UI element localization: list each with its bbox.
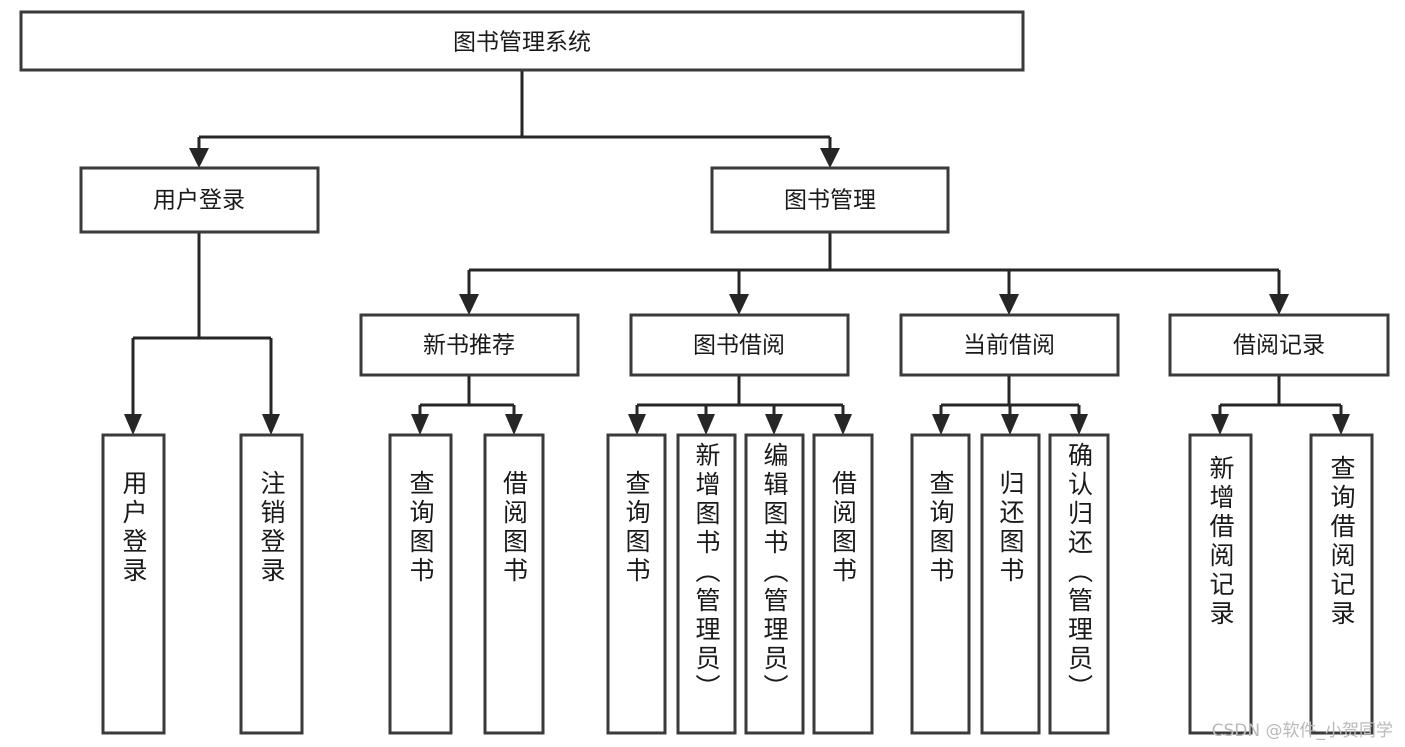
node-book-borrow-label: 图书借阅 [693, 333, 785, 359]
arrow-to-leaf-add-record [1211, 414, 1229, 435]
arrow-to-current-borrow [999, 294, 1019, 315]
leaf-box-add-record[interactable] [1188, 433, 1253, 735]
arrow-to-user-login [189, 148, 209, 168]
node-user-login[interactable]: 用户登录 [79, 166, 320, 234]
node-book-manage[interactable]: 图书管理 [710, 166, 950, 234]
connector-group-book-manage [459, 232, 1289, 315]
arrow-to-new-book-recommend [459, 294, 479, 315]
leaf-box-query-book-3[interactable] [910, 433, 971, 735]
node-borrow-record[interactable]: 借阅记录 [1168, 313, 1390, 377]
node-new-book-recommend-label: 新书推荐 [423, 333, 515, 359]
arrow-to-leaf-confirm-return [1070, 414, 1088, 435]
arrow-to-book-borrow [729, 294, 749, 315]
arrow-to-leaf-borrow-book-2 [834, 414, 852, 435]
arrow-to-leaf-borrow-book-1 [505, 414, 523, 435]
leaf-box-confirm-return[interactable] [1048, 433, 1110, 735]
connector-group-new-book-recommend [411, 375, 523, 435]
node-book-manage-label: 图书管理 [784, 188, 876, 214]
leaf-box-query-record[interactable] [1309, 433, 1374, 735]
leaf-box-logout[interactable] [239, 433, 304, 735]
node-borrow-record-box [1168, 313, 1390, 377]
arrow-to-leaf-query-book-2 [628, 414, 646, 435]
node-borrow-record-label: 借阅记录 [1233, 333, 1325, 359]
arrow-to-leaf-query-book-1 [411, 414, 429, 435]
arrow-to-book-manage [820, 148, 840, 168]
node-book-borrow[interactable]: 图书借阅 [629, 313, 850, 377]
arrow-to-leaf-edit-book [765, 414, 783, 435]
node-root-label: 图书管理系统 [453, 30, 591, 56]
leaf-box-edit-book[interactable] [744, 433, 805, 735]
arrow-to-leaf-query-record [1332, 414, 1350, 435]
node-new-book-recommend-box [359, 313, 580, 377]
node-book-manage-box [710, 166, 950, 234]
leaf-box-query-book-1[interactable] [388, 433, 453, 735]
node-user-login-label: 用户登录 [153, 188, 245, 214]
node-current-borrow-box [899, 313, 1120, 377]
connector-group-current-borrow [932, 375, 1088, 435]
node-current-borrow[interactable]: 当前借阅 [899, 313, 1120, 377]
connector-group-root [189, 70, 840, 168]
arrow-to-leaf-logout [262, 414, 280, 435]
arrow-to-leaf-user-login [124, 414, 142, 435]
leaf-boxes [101, 433, 1374, 735]
leaf-box-borrow-book-2[interactable] [812, 433, 874, 735]
node-root-box [19, 10, 1025, 72]
node-current-borrow-label: 当前借阅 [963, 333, 1055, 359]
node-root[interactable]: 图书管理系统 [19, 10, 1025, 72]
leaf-box-query-book-2[interactable] [606, 433, 667, 735]
node-new-book-recommend[interactable]: 新书推荐 [359, 313, 580, 377]
node-book-borrow-box [629, 313, 850, 377]
connector-group-user-login [124, 232, 280, 435]
connector-group-borrow-record [1211, 375, 1350, 435]
arrow-to-leaf-add-book [697, 414, 715, 435]
arrow-to-leaf-query-book-3 [932, 414, 950, 435]
connector-group-book-borrow [628, 375, 852, 435]
node-user-login-box [79, 166, 320, 234]
leaf-box-user-login[interactable] [101, 433, 166, 735]
leaf-box-borrow-book-1[interactable] [483, 433, 545, 735]
arrow-to-borrow-record [1269, 294, 1289, 315]
leaf-box-return-book[interactable] [980, 433, 1041, 735]
leaf-box-add-book[interactable] [676, 433, 737, 735]
arrow-to-leaf-return-book [1001, 414, 1019, 435]
